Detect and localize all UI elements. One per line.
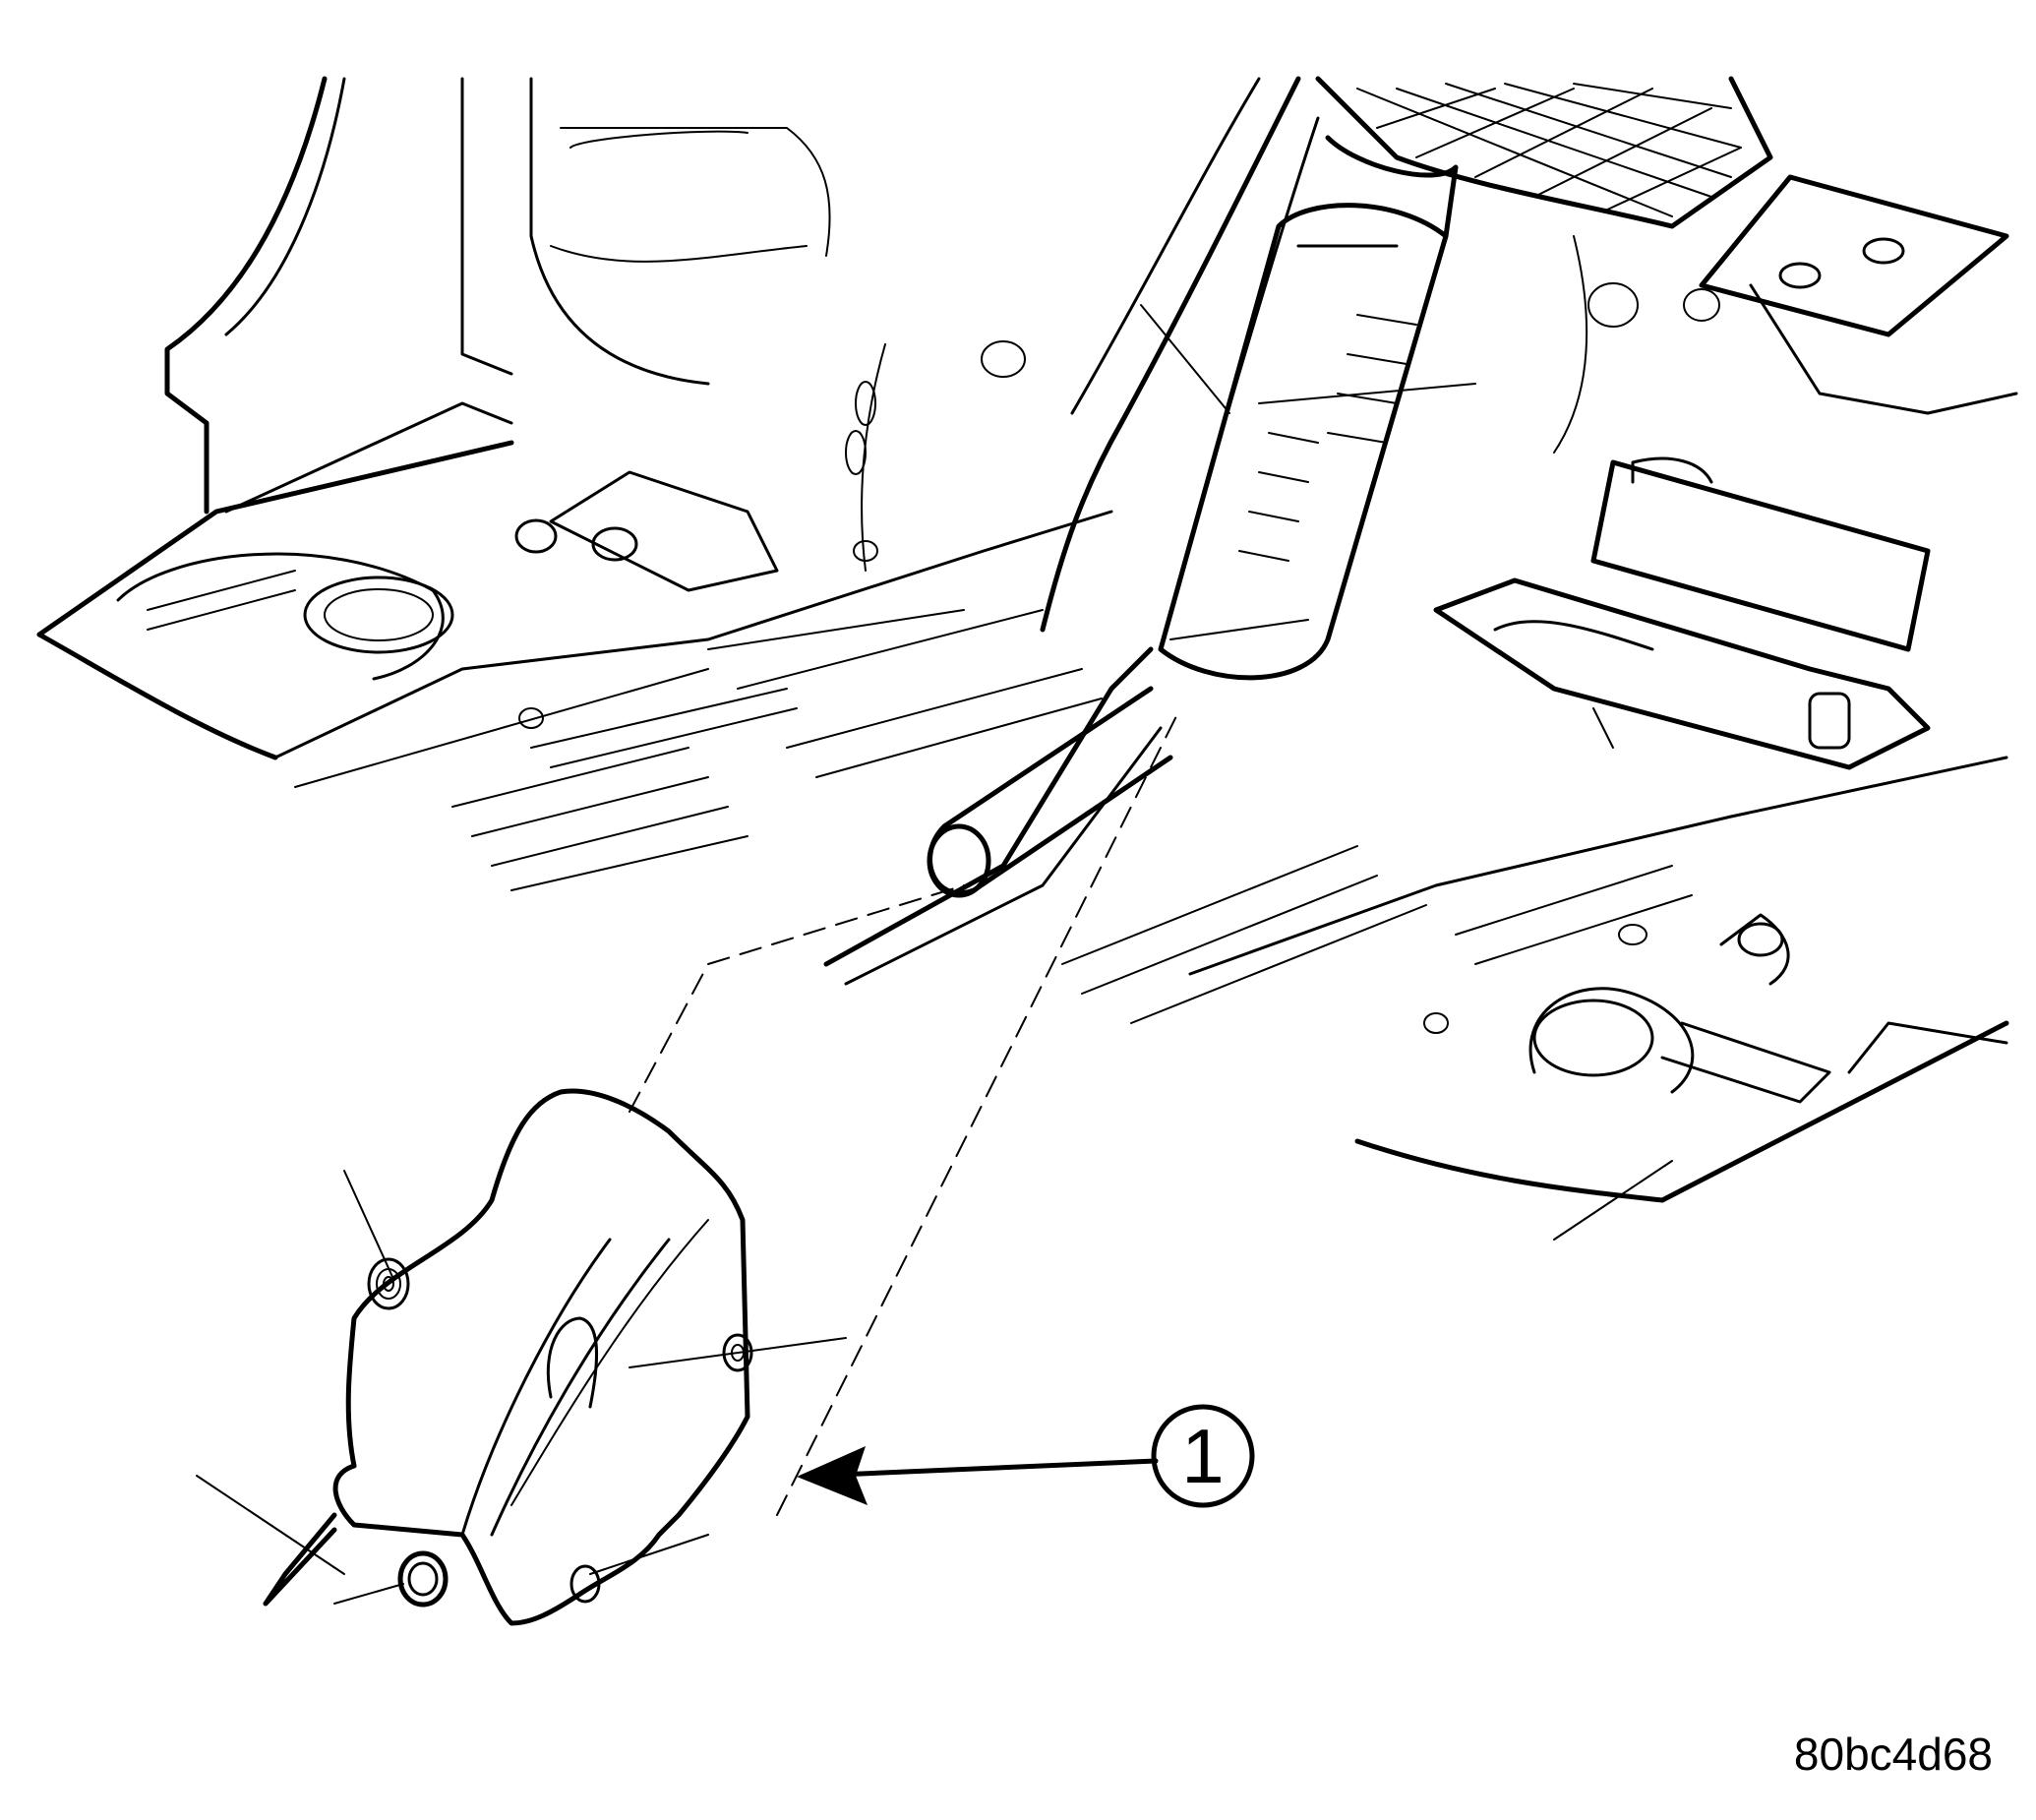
callout-leader-line <box>813 1458 1159 1479</box>
left-body-structure <box>36 76 831 788</box>
callout-arrowhead <box>797 1446 868 1505</box>
center-tunnel <box>823 76 1320 986</box>
transmission-area <box>1315 76 2018 652</box>
callout-1: 1 <box>797 1404 1255 1508</box>
left-floor-pan <box>451 340 1113 891</box>
exhaust-pipe <box>927 135 1459 898</box>
heat-shield <box>263 1088 753 1626</box>
callout-circle <box>1151 1404 1255 1508</box>
alignment-lines <box>196 304 1476 1575</box>
right-floor-pan <box>1061 756 2009 1241</box>
fastener-nut <box>333 1550 449 1608</box>
figure-code: 80bc4d68 <box>1793 1729 1993 1780</box>
callout-number: 1 <box>1181 1413 1224 1499</box>
crossmember <box>1433 577 1931 770</box>
